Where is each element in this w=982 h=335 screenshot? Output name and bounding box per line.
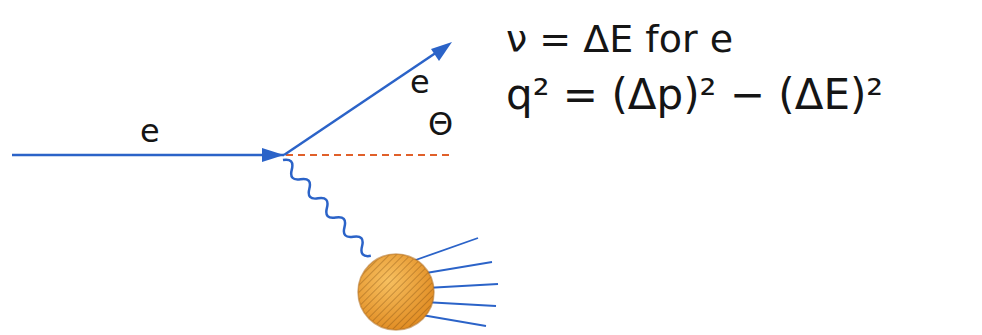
incoming-electron bbox=[12, 154, 284, 157]
photon-line bbox=[279, 157, 374, 260]
momentum-transfer-formula: q² = (Δp)² − (ΔE)² bbox=[506, 74, 883, 116]
energy-transfer-formula: ν = ΔE for e bbox=[506, 20, 733, 58]
particle-label: e bbox=[410, 66, 430, 98]
reference-line bbox=[286, 154, 452, 156]
particle-label: e bbox=[140, 115, 160, 147]
target-hatching bbox=[358, 254, 434, 330]
target-blob bbox=[358, 254, 434, 330]
arrowhead bbox=[262, 148, 284, 162]
outgoing-electron bbox=[284, 46, 446, 155]
angle-label: Θ bbox=[428, 108, 453, 140]
arrowhead bbox=[431, 42, 452, 61]
